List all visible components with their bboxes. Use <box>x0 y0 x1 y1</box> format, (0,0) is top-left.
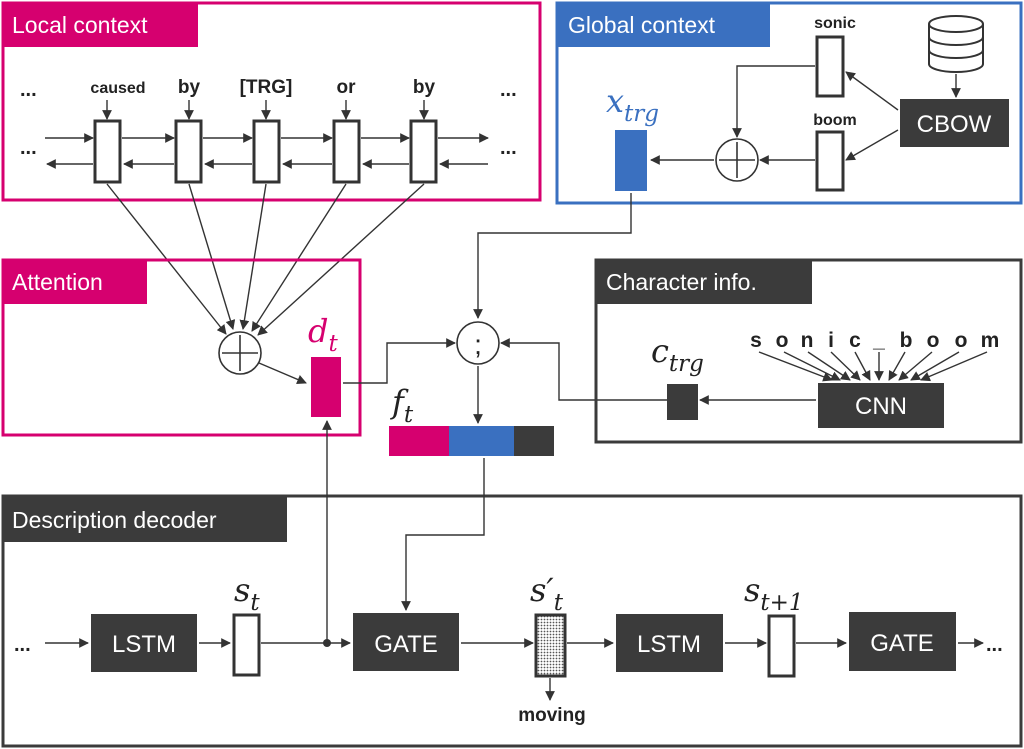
char: o <box>776 329 789 352</box>
global-context-section: Global context xtrg sonic boom CBOW <box>555 1 1023 205</box>
ellipsis: ... <box>986 634 1003 656</box>
bilstm-cell <box>174 119 203 184</box>
f-t-label: ft <box>390 383 414 428</box>
global-word-bottom: boom <box>813 112 857 129</box>
cbow-label: CBOW <box>917 111 992 138</box>
char: b <box>900 329 913 352</box>
s-t1-label: st+1 <box>744 571 804 616</box>
x-trg-label: xtrg <box>606 82 659 127</box>
ellipsis: ... <box>500 79 517 101</box>
char: o <box>955 329 968 352</box>
character-info-section: Character info. ctrg s o n i c _ b o o m… <box>594 258 1023 444</box>
char: n <box>801 329 814 352</box>
database-icon <box>928 15 984 73</box>
global-context-frame <box>555 1 1023 205</box>
local-word: caused <box>90 80 145 97</box>
boom-embedding-cell <box>815 130 845 192</box>
char: s <box>750 329 762 352</box>
global-word-top: sonic <box>814 15 856 32</box>
bilstm-cell <box>252 119 281 184</box>
concat-symbol: ; <box>474 329 482 360</box>
decoder-frame <box>1 494 1023 748</box>
bilstm-cell <box>93 119 122 184</box>
decoder-title: Description decoder <box>12 507 217 533</box>
lstm-label: LSTM <box>637 631 701 658</box>
attention-title-bg <box>3 260 147 304</box>
local-word: [TRG] <box>240 77 293 98</box>
s-t-label: st <box>234 571 260 616</box>
bilstm-cell <box>409 119 438 184</box>
output-word: moving <box>518 705 586 726</box>
local-context-frame <box>1 1 542 202</box>
f-t-local-part <box>389 426 449 456</box>
gate-label: GATE <box>374 631 438 658</box>
ellipsis: ... <box>20 137 37 159</box>
gate-block-2 <box>849 612 956 671</box>
local-context-section: Local context ... ... ... ... caused by … <box>1 1 542 202</box>
attention-title: Attention <box>12 269 103 295</box>
concat-node <box>456 321 500 365</box>
global-context-title-bg <box>557 3 770 47</box>
ellipsis: ... <box>14 634 31 656</box>
lstm-block-2 <box>616 614 723 672</box>
d-t-label: dt <box>308 312 338 357</box>
s-prime-t-state <box>534 613 567 678</box>
local-word: by <box>413 77 436 98</box>
ellipsis: ... <box>20 79 37 101</box>
character-info-title: Character info. <box>606 269 757 295</box>
sonic-embedding-cell <box>815 35 845 98</box>
char: c <box>849 329 861 352</box>
c-trg-label: ctrg <box>651 332 704 377</box>
cnn-label: CNN <box>855 393 907 420</box>
gate-block-1 <box>353 613 459 671</box>
gate-label: GATE <box>870 630 934 657</box>
x-trg-vector <box>615 130 647 191</box>
s-prime-t-label: s′t <box>530 571 564 616</box>
f-t-global-part <box>449 426 514 456</box>
f-t-character-part <box>514 426 554 456</box>
d-t-vector <box>311 357 341 417</box>
concatenation-section: ; ft <box>343 193 667 456</box>
char: o <box>927 329 940 352</box>
cbow-block <box>900 99 1009 147</box>
global-context-title: Global context <box>568 12 716 38</box>
character-info-title-bg <box>596 260 812 304</box>
bilstm-cell <box>332 119 361 184</box>
decoder-title-bg <box>3 496 287 542</box>
char: i <box>828 329 834 352</box>
c-trg-vector <box>667 384 698 420</box>
local-context-title-bg <box>3 3 198 47</box>
local-word: or <box>337 77 357 98</box>
attention-frame <box>1 258 362 437</box>
lstm-block-1 <box>91 614 197 672</box>
lstm-label: LSTM <box>112 631 176 658</box>
char: _ <box>872 329 885 352</box>
s-t1-state <box>767 614 796 678</box>
attention-section: Attention dt <box>1 258 362 437</box>
local-context-title: Local context <box>12 12 148 38</box>
local-word: by <box>178 77 201 98</box>
cnn-block <box>818 383 944 428</box>
char: m <box>981 329 1000 352</box>
s-t-state <box>232 613 261 677</box>
description-decoder-section: Description decoder ... ... LSTM st GATE… <box>1 420 1023 748</box>
ellipsis: ... <box>500 137 517 159</box>
